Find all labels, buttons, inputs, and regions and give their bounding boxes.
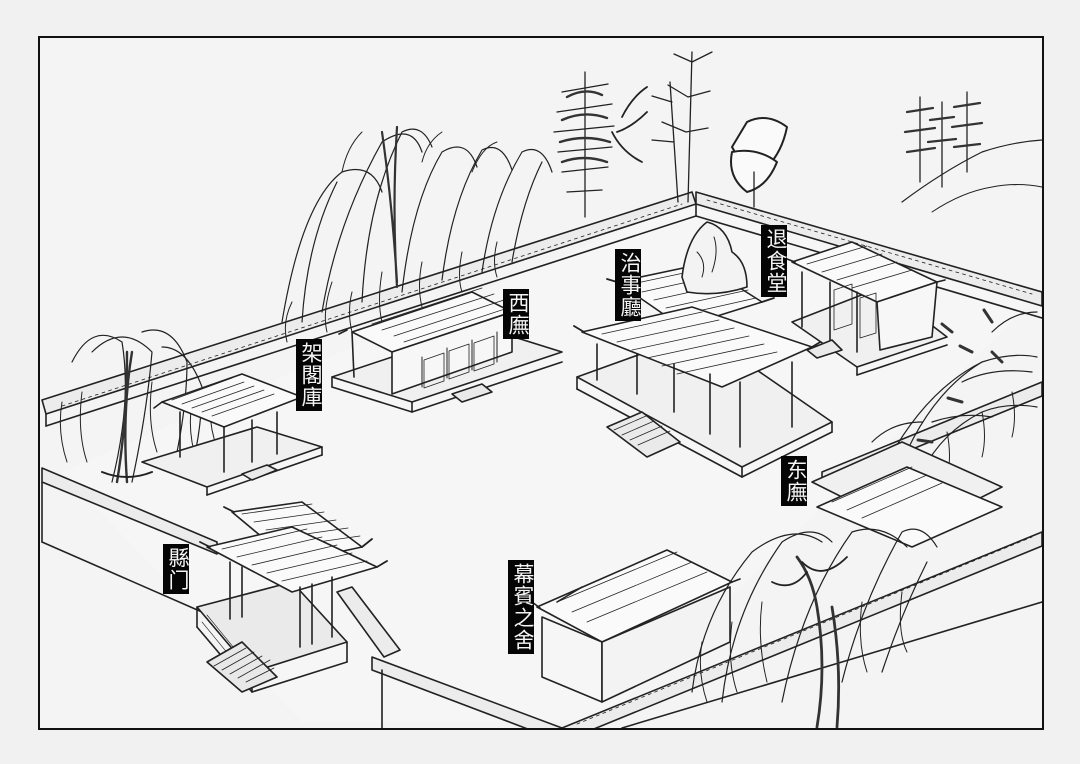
- courtyard-illustration: [41, 51, 1042, 728]
- label-mubaozhishe: 幕賓之舍: [508, 560, 535, 654]
- label-tuishitang: 退食堂: [761, 225, 788, 297]
- xianmen-gate: [196, 501, 401, 693]
- label-xianmen: 縣门: [163, 544, 190, 594]
- label-dongwu: 东廡: [781, 456, 808, 506]
- tuishitang-building: [786, 241, 948, 376]
- label-zhishiting: 治事廳: [615, 249, 642, 321]
- back-trees: [553, 51, 1042, 218]
- dongwu-building: [811, 441, 1003, 548]
- jiagekuku-building: [141, 373, 323, 496]
- willow-cluster-left: [281, 125, 553, 343]
- mubaozhishe-building: [531, 549, 741, 703]
- willow-left: [59, 329, 218, 484]
- willow-front: [691, 528, 938, 728]
- zhishiting-building: [573, 221, 833, 478]
- label-jiagekuku: 架閣庫: [296, 339, 323, 411]
- courtyard-ground: [62, 200, 1032, 722]
- willow-right: [871, 308, 1038, 503]
- label-xiwu: 西廡: [503, 289, 530, 339]
- illustration-frame: 架閣庫 西廡 治事廳 退食堂 东廡 縣门 幕賓之舍: [38, 36, 1044, 730]
- left-wall: [41, 467, 218, 613]
- xiwu-building: [331, 287, 563, 413]
